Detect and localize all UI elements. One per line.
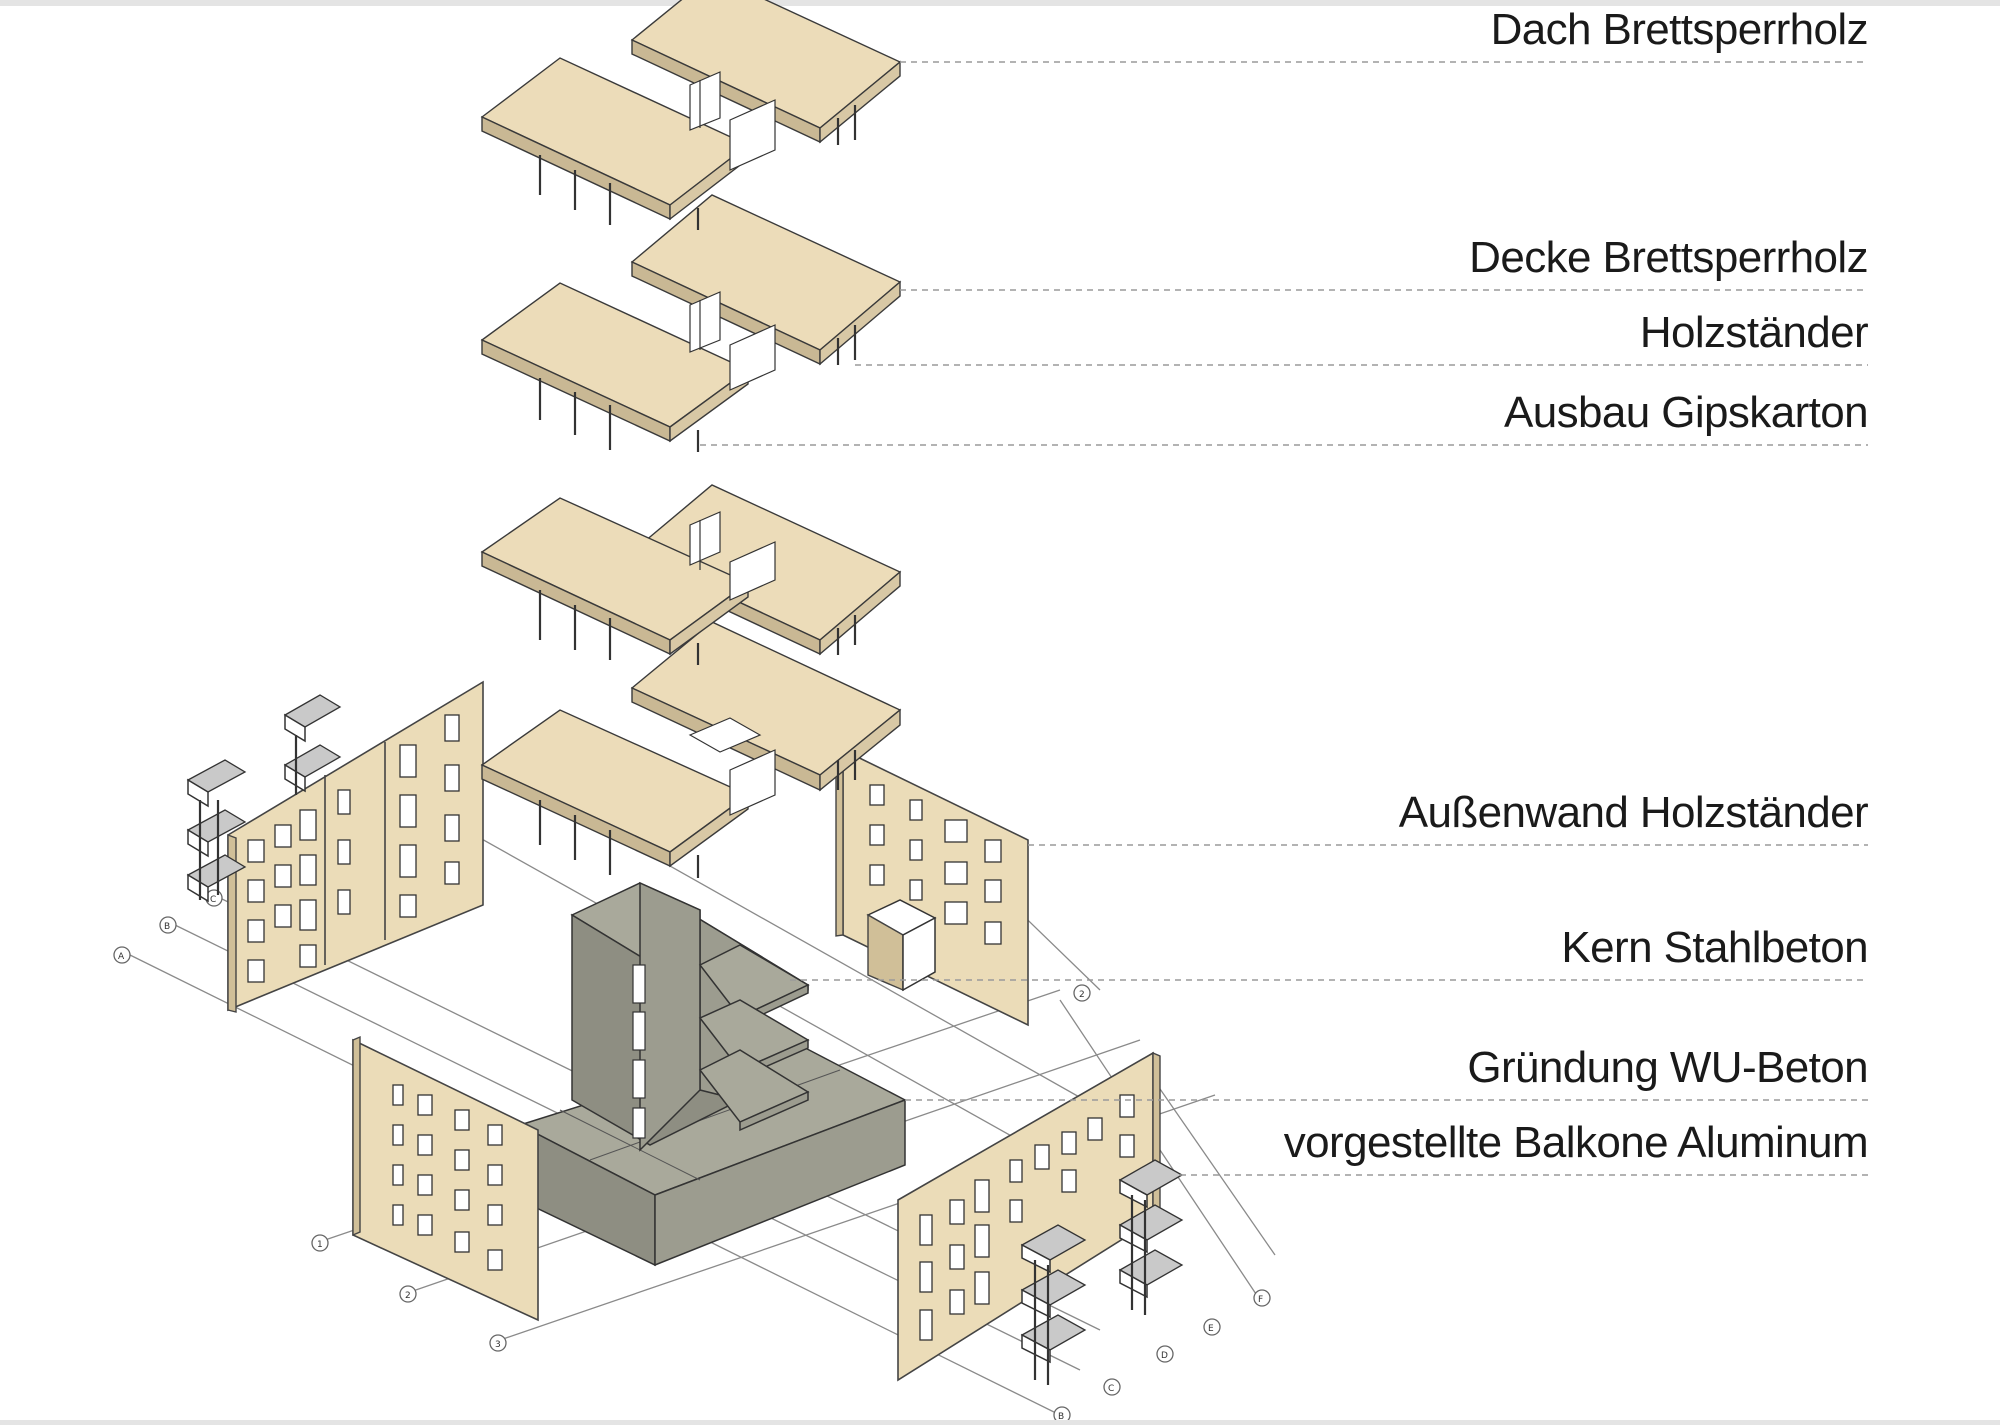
grid-bubble-front-3: 3 bbox=[489, 1334, 507, 1352]
svg-text:2: 2 bbox=[405, 1291, 411, 1301]
label-kern: Kern Stahlbeton bbox=[1561, 923, 1868, 972]
grid-bubble-right-d: D bbox=[1156, 1345, 1174, 1363]
grid-bubble-front-2: 2 bbox=[399, 1285, 417, 1303]
svg-text:C: C bbox=[1108, 1384, 1114, 1394]
svg-text:1: 1 bbox=[317, 1240, 323, 1250]
left-wall-windows bbox=[247, 714, 460, 983]
svg-text:C: C bbox=[210, 895, 216, 905]
svg-text:A: A bbox=[118, 952, 125, 962]
label-decke: Decke Brettsperrholz bbox=[1469, 233, 1868, 282]
label-gruendung: Gründung WU-Beton bbox=[1467, 1043, 1868, 1092]
left-balconies bbox=[186, 694, 342, 903]
concrete-core bbox=[570, 881, 810, 1152]
label-dach: Dach Brettsperrholz bbox=[1491, 5, 1868, 54]
grid-bubbles: A B C 1 2 3 2 B bbox=[113, 889, 1271, 1424]
svg-text:D: D bbox=[1161, 1351, 1168, 1361]
grid-bubble-left-b: B bbox=[159, 916, 177, 934]
left-facade-wall bbox=[227, 680, 484, 1013]
grid-bubble-left-a: A bbox=[113, 946, 131, 964]
svg-text:B: B bbox=[164, 922, 170, 932]
top-border bbox=[0, 0, 2000, 6]
front-right-wall bbox=[897, 1051, 1161, 1382]
svg-text:3: 3 bbox=[495, 1340, 501, 1350]
front-left-wall-windows bbox=[392, 1084, 503, 1271]
right-back-wall bbox=[835, 748, 1029, 1027]
slab-floor-3 bbox=[480, 194, 902, 452]
svg-text:E: E bbox=[1208, 1324, 1214, 1334]
component-labels: Dach Brettsperrholz Decke Brettsperrholz… bbox=[1284, 5, 1869, 1167]
svg-text:2: 2 bbox=[1079, 990, 1085, 1000]
label-ausbau: Ausbau Gipskarton bbox=[1504, 388, 1868, 437]
svg-text:B: B bbox=[1058, 1412, 1064, 1422]
right-balconies bbox=[1020, 1159, 1184, 1385]
label-aussenwand: Außenwand Holzständer bbox=[1399, 788, 1868, 837]
label-balkone: vorgestellte Balkone Aluminum bbox=[1284, 1118, 1868, 1167]
front-left-wall bbox=[352, 1035, 539, 1322]
grid-bubble-front-1: 1 bbox=[311, 1234, 329, 1252]
grid-bubble-right-e: E bbox=[1203, 1318, 1221, 1336]
svg-text:F: F bbox=[1258, 1295, 1263, 1305]
grid-bubble-right-c: C bbox=[1103, 1378, 1121, 1396]
right-back-wall-windows bbox=[869, 784, 1002, 945]
grid-bubble-right-f: F bbox=[1253, 1289, 1271, 1307]
leader-lines bbox=[700, 61, 1868, 1176]
bottom-border bbox=[0, 1420, 2000, 1425]
grid-bubble-right-2: 2 bbox=[1073, 984, 1091, 1002]
foundation-slab bbox=[518, 1039, 907, 1267]
slab-floor-4-roof bbox=[480, 0, 902, 230]
label-holzstaender: Holzständer bbox=[1640, 308, 1868, 357]
slab-floor-2 bbox=[480, 484, 902, 665]
front-right-wall-windows bbox=[919, 1094, 1135, 1341]
